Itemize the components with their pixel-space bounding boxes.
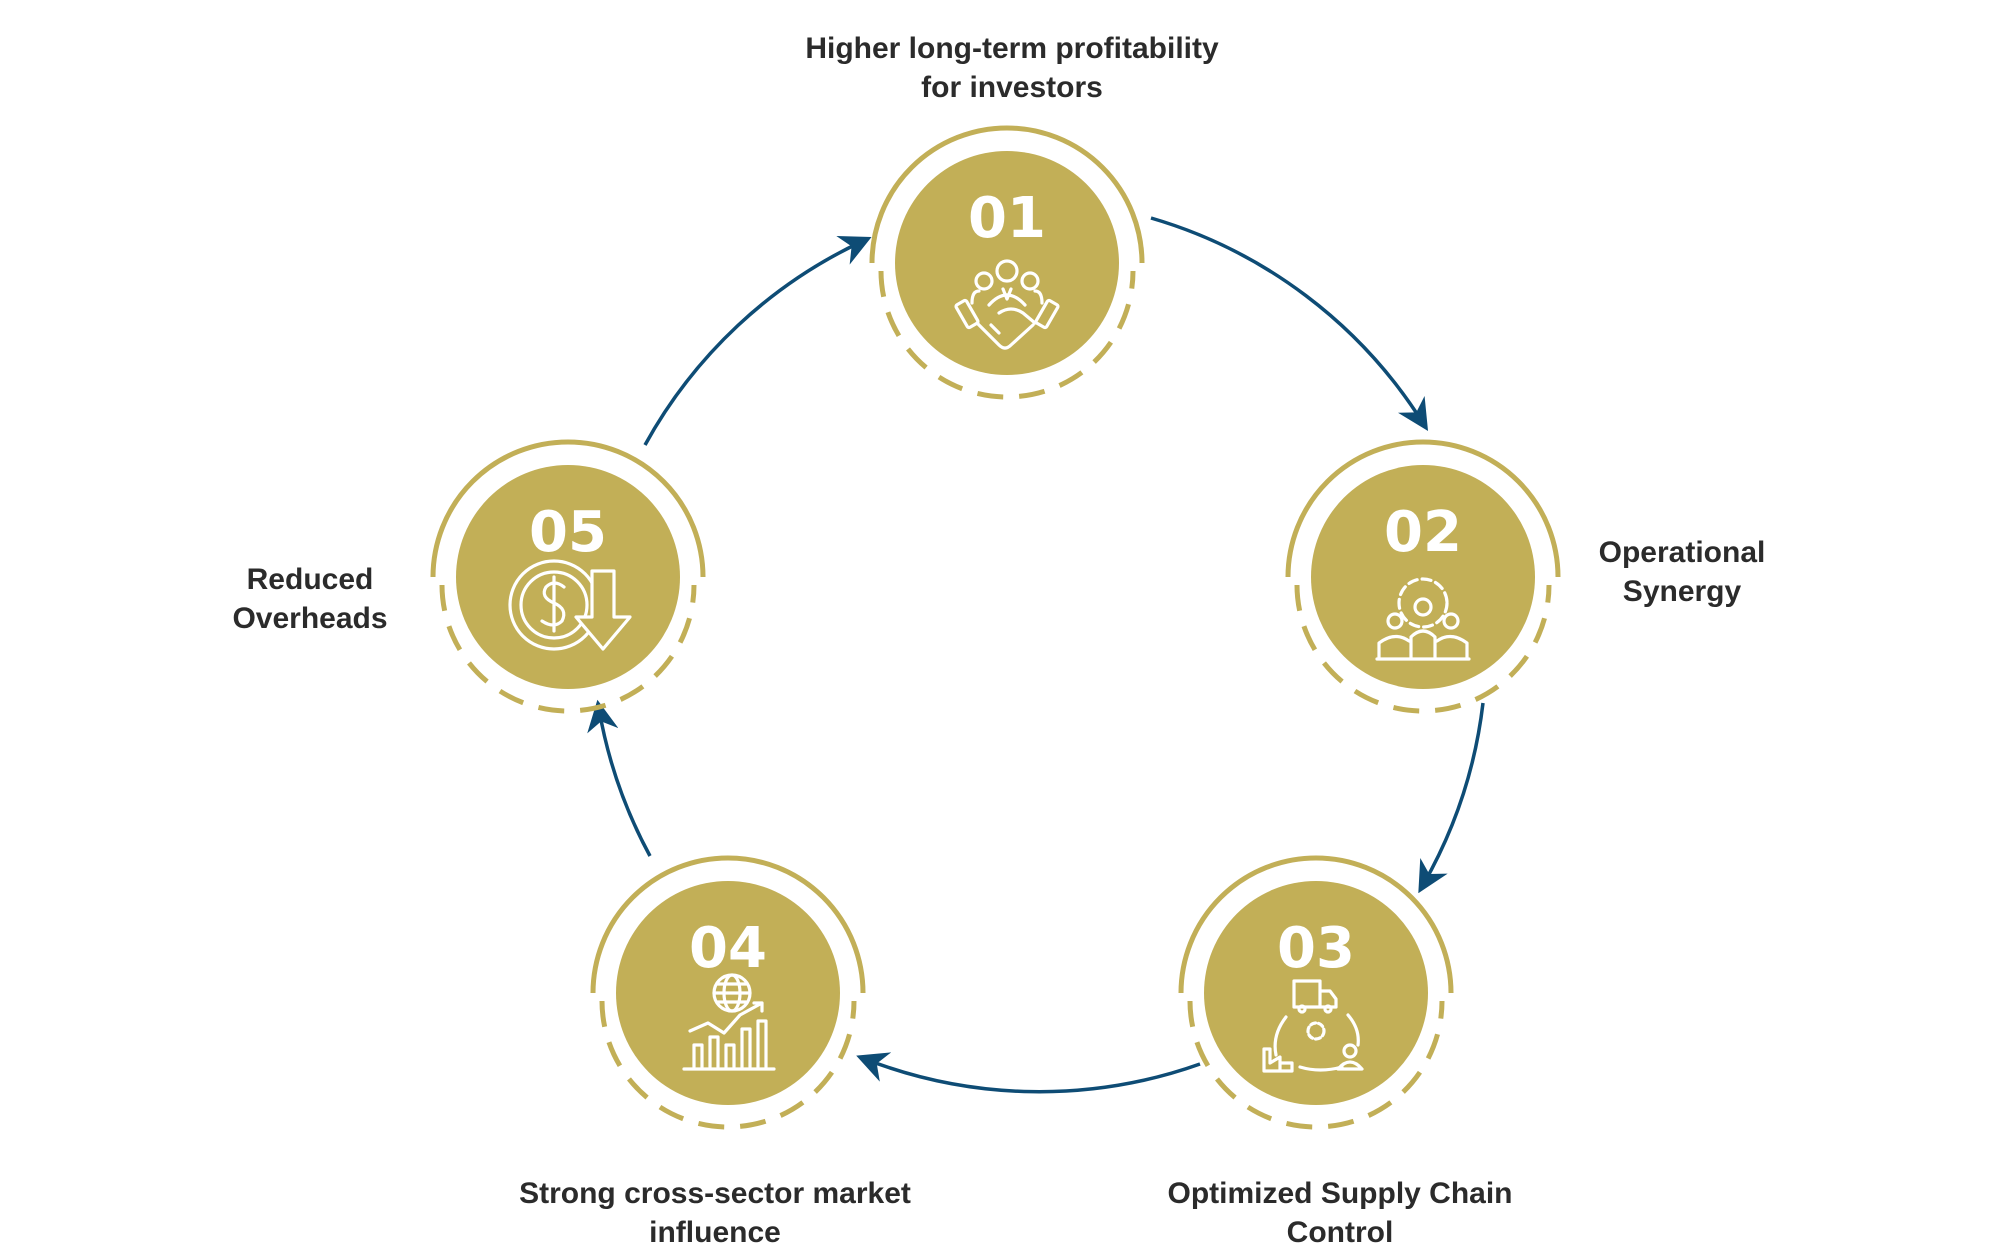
label-line: Control (1286, 1216, 1394, 1249)
arrow-03-to-04 (856, 1052, 1201, 1094)
step-02-node: 02 (1288, 442, 1558, 711)
step-number: 04 (689, 916, 767, 981)
step-05-node: 05 (433, 442, 703, 711)
step-02-label: Operational Synergy (1599, 533, 1766, 611)
step-04-label: Strong cross-sector market influence (519, 1174, 911, 1252)
arrow-01-to-02 (1150, 216, 1429, 431)
label-line: Higher long-term profitability (805, 32, 1219, 65)
label-line: Overheads (232, 602, 388, 635)
step-number: 01 (968, 186, 1046, 251)
step-04-node: 04 (593, 858, 863, 1127)
label-line: Synergy (1622, 575, 1742, 608)
step-01-node: 01 (872, 128, 1142, 397)
step-number: 02 (1384, 500, 1462, 565)
step-number: 03 (1277, 916, 1355, 981)
step-number: 05 (529, 500, 607, 565)
step-03-node: 03 (1181, 858, 1451, 1127)
globe-growth-chart-icon (682, 973, 776, 1071)
handshake-team-icon (954, 259, 1060, 350)
flow-arrows (587, 216, 1485, 1094)
arrow-02-to-03 (1418, 702, 1485, 894)
label-line: Reduced (246, 563, 374, 596)
label-line: Optimized Supply Chain (1167, 1177, 1513, 1210)
gear-team-icon (1375, 577, 1471, 661)
arrow-05-to-01 (643, 236, 872, 446)
arrow-04-to-05 (587, 699, 652, 857)
label-line: Strong cross-sector market (519, 1177, 911, 1210)
label-line: for investors (921, 71, 1103, 104)
step-05-label: Reduced Overheads (232, 560, 387, 638)
step-03-label: Optimized Supply Chain Control (1167, 1174, 1512, 1252)
supply-chain-cycle-icon (1262, 979, 1364, 1073)
label-line: influence (649, 1216, 781, 1249)
label-line: Operational (1598, 536, 1766, 569)
step-01-label: Higher long-term profitability for inves… (805, 29, 1218, 107)
dollar-down-arrow-icon (508, 559, 632, 651)
